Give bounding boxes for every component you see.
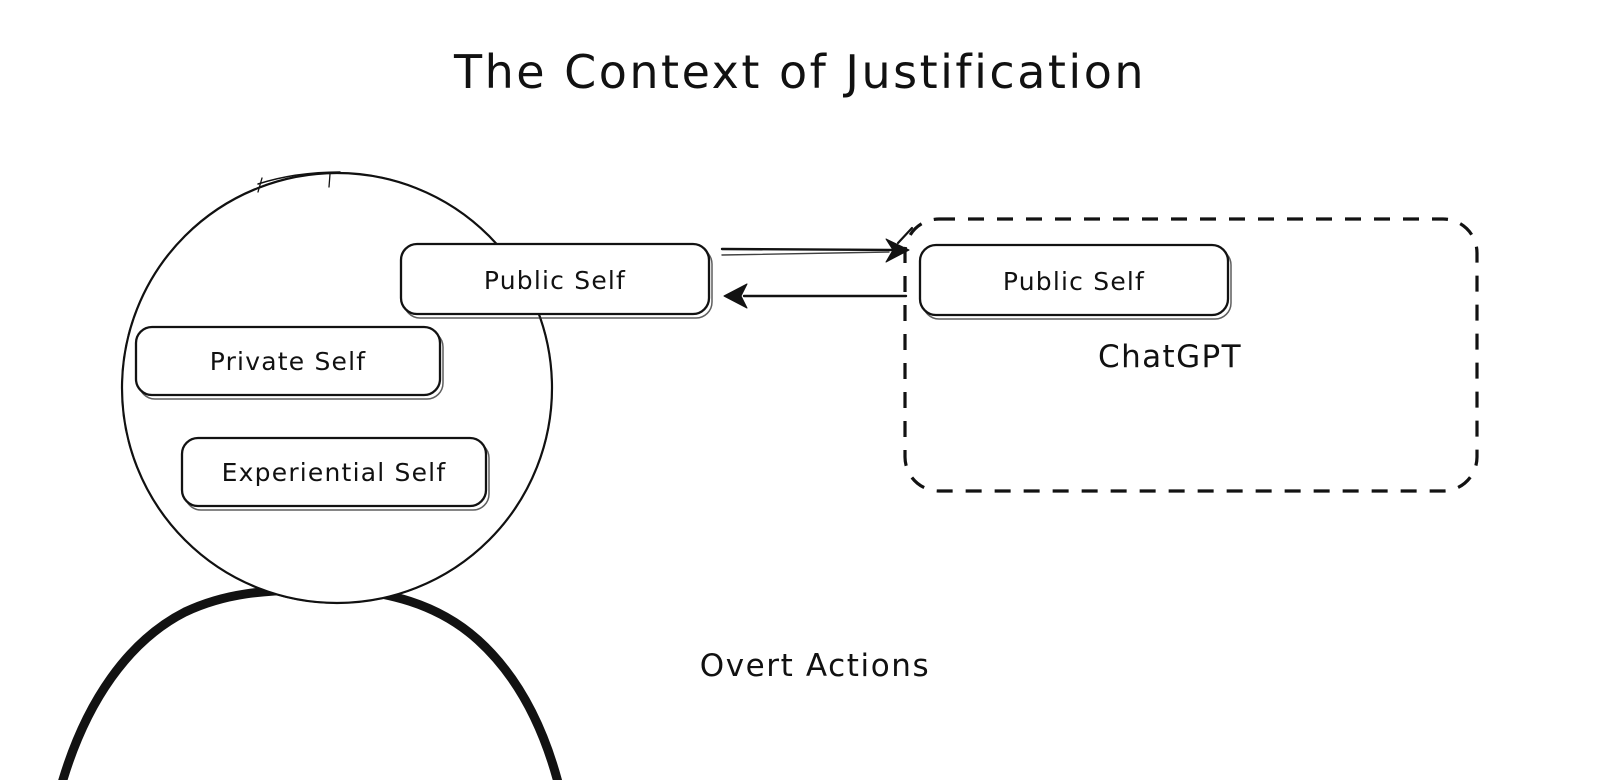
private-self-box xyxy=(134,325,442,397)
node-public-self-person[interactable]: Public Self xyxy=(399,242,713,319)
person-figure: Private Self Experiential Self Public Se… xyxy=(58,171,713,780)
node-experiential-self[interactable]: Experiential Self xyxy=(180,436,490,511)
public-self-person-label: Public Self xyxy=(484,266,626,295)
person-to-chatgpt-arrow-flick xyxy=(896,226,914,245)
node-private-self[interactable]: Private Self xyxy=(134,325,444,400)
overt-actions-caption: Overt Actions xyxy=(700,648,931,684)
head-sketch-tick-top xyxy=(328,173,331,188)
connection-person-to-chatgpt xyxy=(720,226,914,263)
person-to-chatgpt-line-sketch xyxy=(721,251,890,256)
head-sketch-tick-left xyxy=(257,177,263,193)
node-public-self-chatgpt[interactable]: Public Self xyxy=(918,243,1232,320)
experiential-self-label: Experiential Self xyxy=(222,458,447,487)
public-self-person-box xyxy=(399,242,711,316)
chatgpt-to-person-arrowhead xyxy=(723,283,748,309)
page-title: The Context of Justification xyxy=(453,45,1146,99)
shoulders-outline xyxy=(58,583,563,780)
private-self-label: Private Self xyxy=(210,347,367,376)
person-to-chatgpt-line xyxy=(720,247,895,252)
public-self-chatgpt-label: Public Self xyxy=(1003,267,1145,296)
public-self-chatgpt-box xyxy=(918,243,1230,317)
connection-chatgpt-to-person xyxy=(723,283,908,309)
chatgpt-group: Public Self ChatGPT xyxy=(903,217,1479,493)
head-sketch-overshoot xyxy=(257,171,341,185)
chatgpt-group-label: ChatGPT xyxy=(1098,339,1242,375)
person-to-chatgpt-arrowhead xyxy=(885,238,910,263)
experiential-self-box xyxy=(180,436,488,508)
